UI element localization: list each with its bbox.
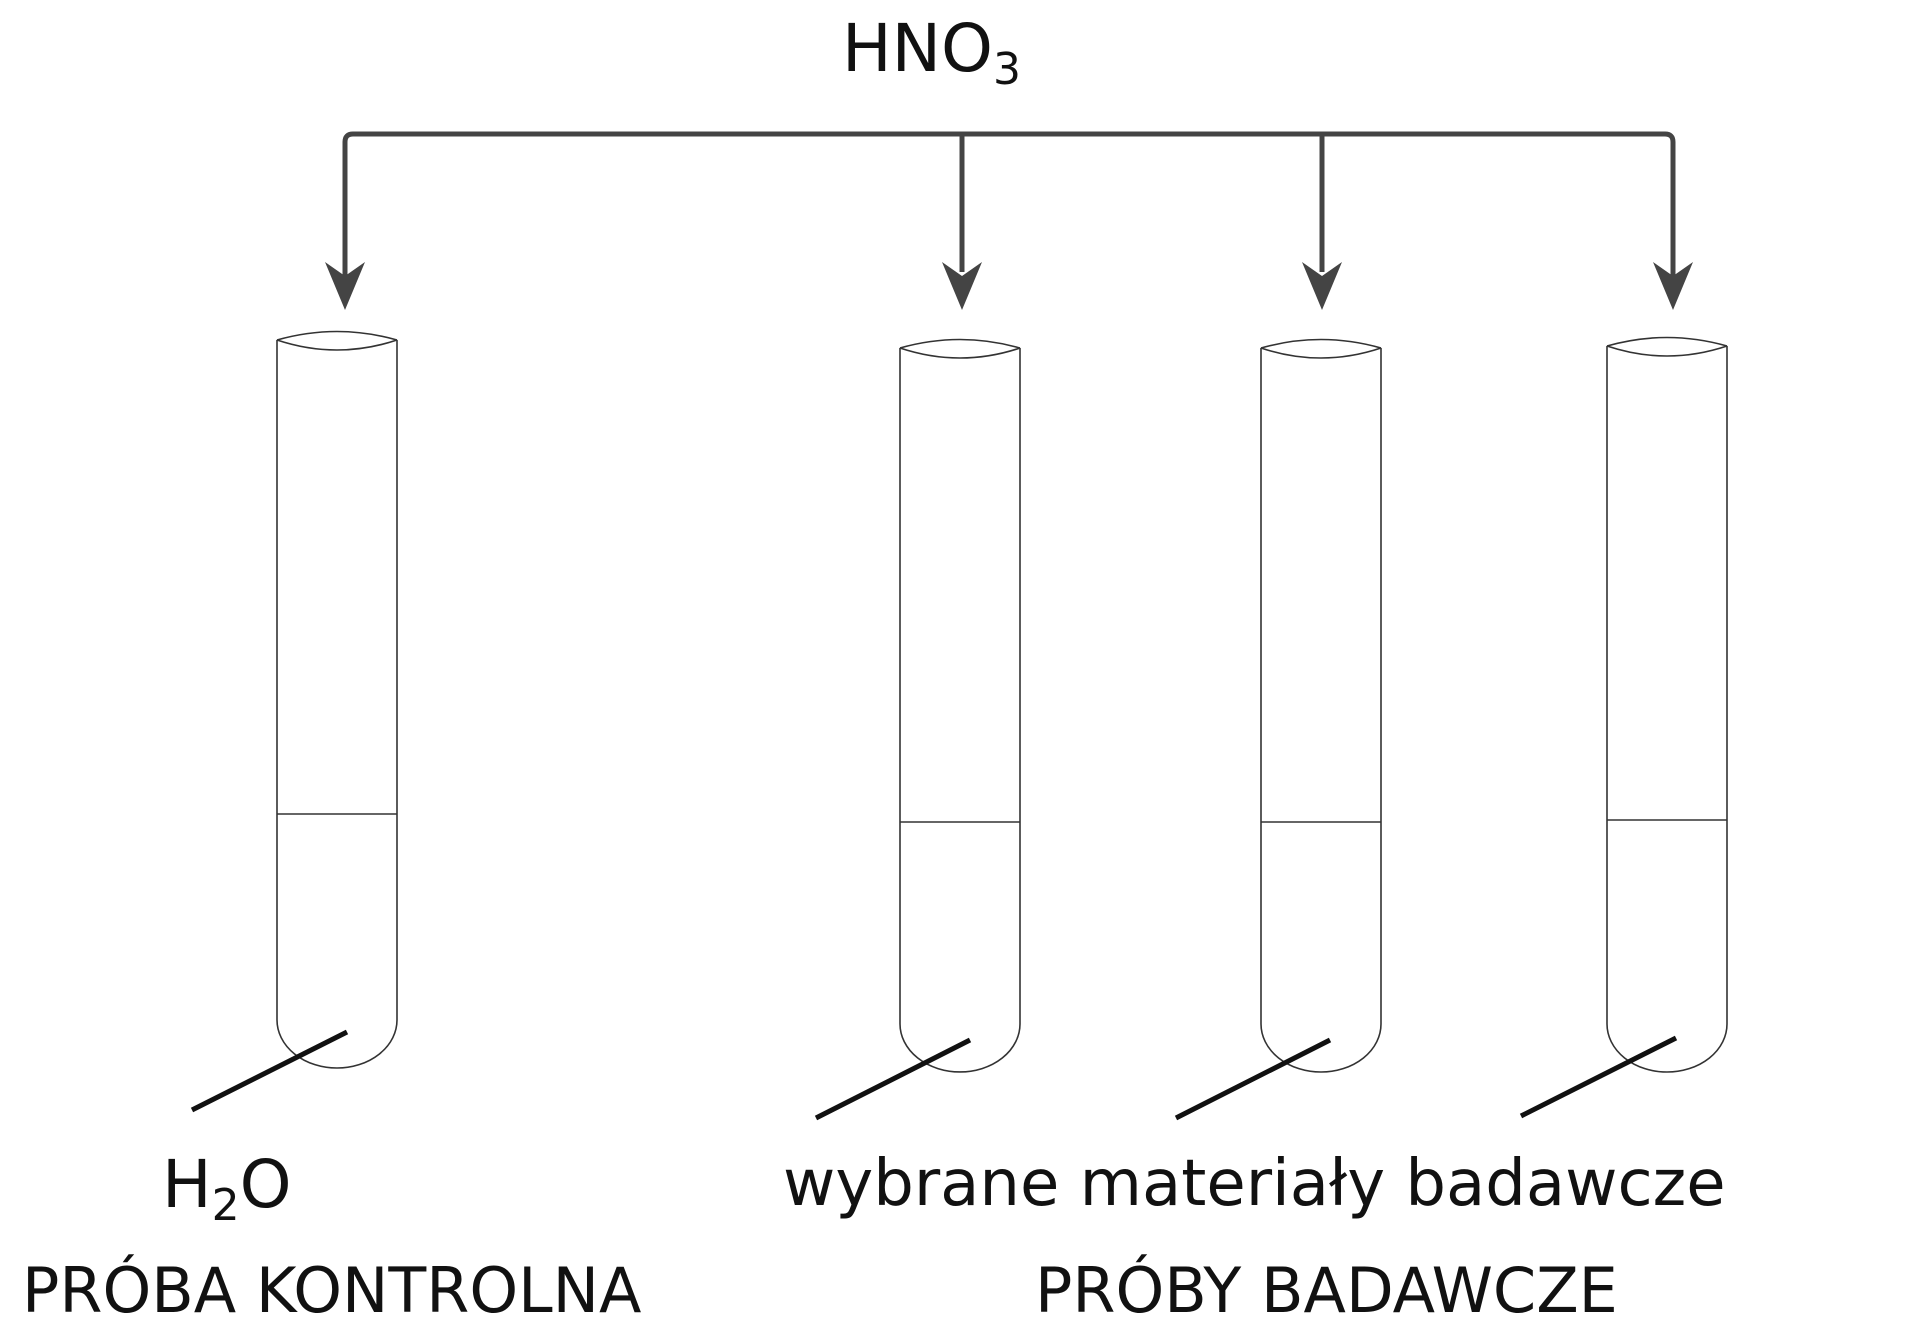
control-group-label: PRÓBA KONTROLNA	[22, 1254, 642, 1327]
test-tube-icon	[1606, 336, 1728, 1073]
tests-group-label: PRÓBY BADAWCZE	[1035, 1254, 1618, 1327]
control-content-label: H2O	[162, 1152, 292, 1228]
arrow-down-icon	[325, 142, 365, 310]
test-content-label: wybrane materiały badawcze	[783, 1147, 1726, 1221]
test-tube-icon	[899, 338, 1021, 1073]
label-pointer-line	[814, 1037, 972, 1121]
test-tube-icon	[276, 330, 398, 1069]
control-formula-main: H	[162, 1146, 212, 1223]
label-pointer-line	[1174, 1037, 1332, 1121]
control-formula-subscript: 2	[211, 1180, 240, 1232]
reagent-formula-main: HNO	[842, 10, 993, 87]
arrow-down-icon	[1302, 136, 1342, 310]
arrow-down-icon	[942, 136, 982, 310]
test-tube-icon	[1260, 338, 1382, 1073]
label-pointer-line	[190, 1029, 349, 1113]
label-pointer-line	[1519, 1035, 1678, 1119]
control-formula-tail: O	[239, 1146, 292, 1223]
reagent-distribution-line	[342, 131, 1676, 290]
arrow-down-icon	[1653, 142, 1693, 310]
reagent-formula-subscript: 3	[992, 44, 1021, 96]
reagent-label: HNO3	[842, 16, 1021, 92]
